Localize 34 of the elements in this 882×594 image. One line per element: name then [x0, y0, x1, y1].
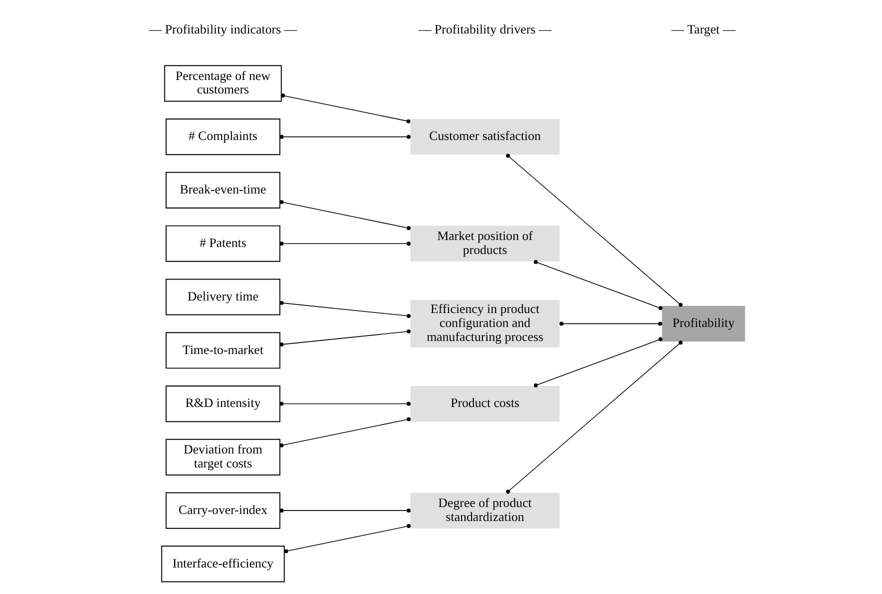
connector — [279, 508, 410, 513]
node-box: Interface-efficiency — [160, 546, 284, 582]
connector — [279, 329, 410, 346]
node-box: Carry-over-index — [165, 492, 280, 529]
label: — Target — — [670, 22, 736, 36]
node-box: Deviation from target costs — [165, 438, 280, 476]
connector — [559, 322, 662, 326]
connector — [505, 340, 682, 494]
connector — [279, 200, 410, 230]
node-box: Profitability — [662, 306, 745, 342]
connector — [533, 337, 662, 388]
label: — Profitability drivers — — [418, 22, 552, 36]
node-box: Degree of product standardization — [410, 492, 560, 528]
node-box: Customer satisfaction — [410, 119, 560, 155]
connector — [280, 94, 410, 124]
node-box: Market position of products — [410, 226, 560, 262]
node-box: Break-even-time — [165, 172, 280, 208]
connector — [533, 260, 662, 310]
node-box: Percentage of new customers — [164, 65, 282, 102]
node-box: R&D intensity — [165, 386, 280, 422]
node-box: # Patents — [165, 225, 280, 262]
node-box: Product costs — [410, 386, 560, 422]
node-box: Efficiency in product configuration and manufacturing process — [410, 300, 560, 348]
connector — [279, 402, 410, 406]
connector — [279, 134, 410, 139]
connector — [505, 154, 682, 307]
node-box: Time-to-market — [165, 332, 280, 369]
connector — [284, 524, 410, 554]
node-box: # Complaints — [165, 118, 280, 156]
node-box: Delivery time — [165, 278, 280, 316]
connector — [279, 417, 410, 448]
connector — [279, 242, 410, 246]
connector — [279, 300, 410, 318]
label: — Profitability indicators — — [148, 22, 297, 36]
